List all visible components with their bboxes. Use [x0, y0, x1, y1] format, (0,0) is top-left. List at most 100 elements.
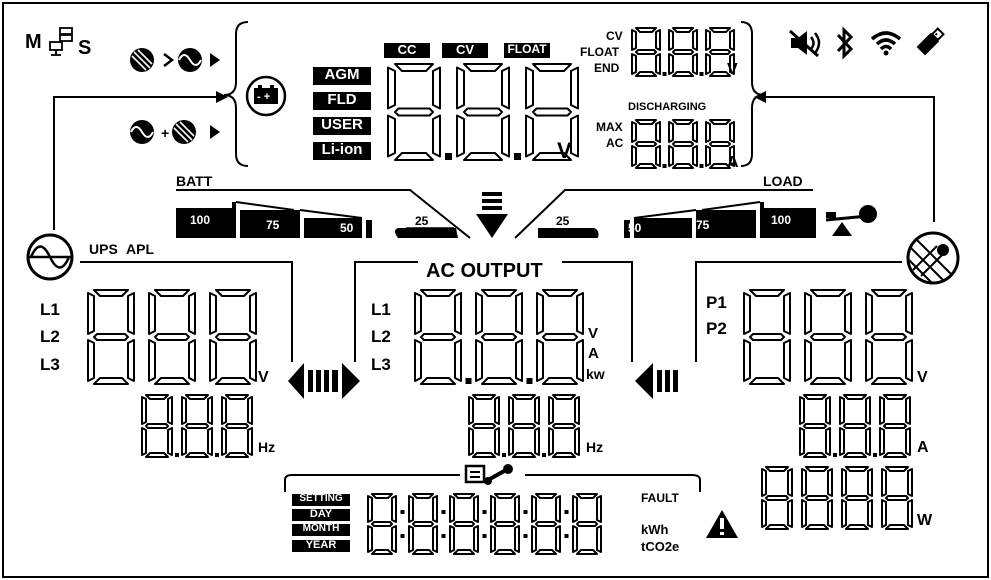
charge-voltage-display	[630, 26, 738, 83]
segment	[414, 339, 422, 382]
segment	[472, 423, 496, 429]
segment	[905, 292, 913, 335]
segment	[804, 292, 812, 335]
segment	[468, 427, 474, 456]
segment	[729, 145, 735, 167]
segment	[548, 396, 554, 425]
segment	[141, 396, 147, 425]
segment	[87, 292, 95, 335]
segment	[536, 339, 544, 382]
segment	[572, 495, 578, 523]
pv-power-unit: W	[917, 512, 933, 529]
segment	[249, 292, 257, 335]
ac-frequency-display	[467, 393, 583, 464]
segment	[463, 107, 503, 117]
segment	[827, 468, 833, 497]
grid-frequency-unit: Hz	[258, 439, 276, 455]
segment	[542, 377, 578, 385]
segment	[631, 53, 637, 75]
segment	[709, 141, 731, 147]
segment	[432, 525, 438, 553]
segment	[468, 396, 474, 425]
segment	[367, 495, 373, 523]
segment	[883, 394, 907, 400]
segment	[844, 292, 852, 335]
segment	[454, 339, 462, 382]
segment	[408, 495, 414, 523]
segment	[825, 396, 831, 425]
mode-float: FLOAT	[504, 43, 550, 58]
discharging-label: DISCHARGING	[628, 101, 707, 113]
segment	[93, 377, 129, 385]
segment	[221, 427, 227, 456]
mute-icon	[789, 29, 821, 58]
segment	[512, 452, 536, 458]
segment	[867, 499, 873, 528]
segment	[672, 71, 694, 77]
segment	[729, 29, 735, 51]
segment	[515, 292, 523, 335]
segment	[570, 66, 579, 110]
segment	[865, 396, 871, 425]
segment	[655, 29, 661, 51]
segment	[761, 499, 767, 528]
segment	[371, 521, 393, 527]
segment	[207, 396, 213, 425]
colon-dot	[482, 534, 487, 538]
tag-month: MONTH	[292, 524, 350, 536]
pv-p2: P2	[706, 319, 727, 338]
solar-icon	[906, 231, 960, 285]
load-level-25: 25	[556, 214, 570, 228]
segment	[787, 468, 793, 497]
segment	[845, 466, 869, 472]
segment	[765, 524, 789, 530]
segment	[635, 119, 657, 125]
segment	[525, 66, 534, 110]
segment	[215, 333, 251, 341]
ac-unit-v: V	[588, 325, 599, 342]
segment	[801, 468, 807, 497]
float-label: FLOAT	[580, 45, 620, 59]
segment	[705, 145, 711, 167]
segment	[472, 452, 496, 458]
segment	[631, 145, 637, 167]
segment	[472, 394, 496, 400]
decimal-point	[833, 453, 837, 457]
mode-cv: CV	[442, 43, 488, 58]
segment	[432, 114, 441, 158]
segment	[463, 63, 503, 72]
segment	[865, 339, 873, 382]
decimal-point	[662, 72, 667, 76]
segment	[805, 524, 829, 530]
segment	[512, 423, 536, 429]
segment	[705, 121, 711, 143]
load-level-50: 50	[628, 221, 642, 235]
segment	[181, 396, 187, 425]
segment	[514, 525, 520, 553]
segment	[692, 53, 698, 75]
batt-level-75: 75	[266, 218, 280, 232]
segment	[555, 525, 561, 553]
segment	[145, 452, 169, 458]
segment	[905, 396, 911, 425]
segment	[879, 396, 885, 425]
segment	[596, 495, 602, 523]
segment	[473, 495, 479, 523]
decimal-point	[502, 453, 506, 457]
segment	[490, 525, 496, 553]
ac-output-title: AC OUTPUT	[426, 260, 543, 282]
segment	[391, 495, 397, 523]
segment	[412, 521, 434, 527]
segment	[167, 396, 173, 425]
segment	[668, 29, 674, 51]
segment	[508, 427, 514, 456]
segment	[765, 466, 789, 472]
segment	[844, 339, 852, 382]
segment	[456, 114, 465, 158]
segment	[512, 394, 536, 400]
ac-label: AC	[606, 136, 624, 150]
bluetooth-icon	[836, 26, 854, 60]
tco2e-unit: tCO2e	[641, 539, 680, 554]
battery-voltage-unit: V	[557, 138, 572, 163]
segment	[454, 292, 462, 335]
